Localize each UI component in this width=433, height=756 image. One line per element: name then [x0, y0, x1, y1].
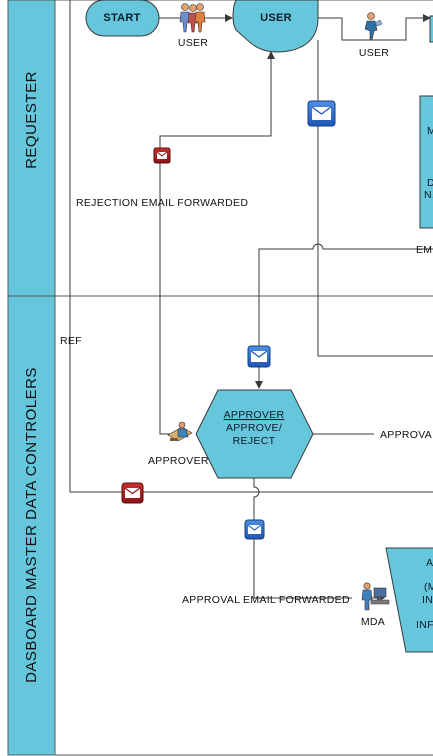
lane-title-requester: REQUESTER — [23, 71, 40, 169]
flow-user-to-right — [318, 14, 431, 41]
person-icon — [179, 3, 206, 33]
connectors — [69, 0, 433, 602]
approver-task[interactable] — [195, 389, 314, 479]
lane-title-mdc: DASBOARD MASTER DATA CONTROLERS — [23, 367, 40, 683]
rejection-email-label: REJECTION EMAIL FORWARDED — [76, 197, 248, 209]
start-event[interactable] — [85, 0, 160, 37]
actor-label-approver: APPROVER — [148, 455, 209, 467]
actor-label-user-2: USER — [359, 47, 389, 59]
person-icon — [364, 12, 383, 41]
right-box-line2: D — [427, 177, 433, 189]
right-box-line1: M — [427, 125, 433, 137]
right-top-partial[interactable] — [429, 15, 433, 43]
flow-user-to-approver-right — [317, 40, 433, 357]
approver-task-line2: REJECT — [233, 435, 276, 447]
flow-em-to-approver — [255, 243, 433, 389]
approver-task-line1: APPROVE/ — [226, 422, 282, 434]
right-partial-box[interactable] — [419, 95, 433, 229]
person-icon — [167, 421, 193, 442]
envelope-icon[interactable] — [121, 482, 144, 504]
actor-label-user-1: USER — [178, 37, 208, 49]
mda-box-line2: (M — [424, 581, 433, 593]
right-box-line3: N. — [424, 189, 433, 201]
em-partial-label: EM — [416, 244, 432, 256]
mda-box-line1: A — [426, 557, 433, 569]
approva-partial-label: APPROVA — [380, 429, 432, 441]
ref-label: REF — [60, 335, 82, 347]
actor-label-mda: MDA — [361, 616, 385, 628]
person-icon — [361, 582, 390, 611]
approval-email-label: APPROVAL EMAIL FORWARDED — [182, 594, 350, 606]
start-label: START — [103, 12, 140, 24]
flow-approval-email — [253, 478, 352, 599]
pool-border — [7, 0, 433, 756]
envelope-icon[interactable] — [153, 147, 171, 164]
flow-ref-loop — [69, 0, 433, 493]
flow-rejection — [159, 51, 275, 435]
mda-partial-box[interactable] — [385, 547, 433, 653]
envelope-icon[interactable] — [247, 345, 271, 368]
envelope-icon[interactable] — [244, 519, 265, 540]
user-task[interactable] — [232, 0, 319, 53]
envelope-icon[interactable] — [307, 100, 336, 127]
user-task-label: USER — [260, 12, 292, 24]
mda-box-line4: INF — [416, 619, 433, 631]
mda-box-line3: IN — [422, 594, 433, 606]
lane-header-band — [7, 0, 56, 756]
approver-task-title: APPROVER — [224, 409, 285, 421]
